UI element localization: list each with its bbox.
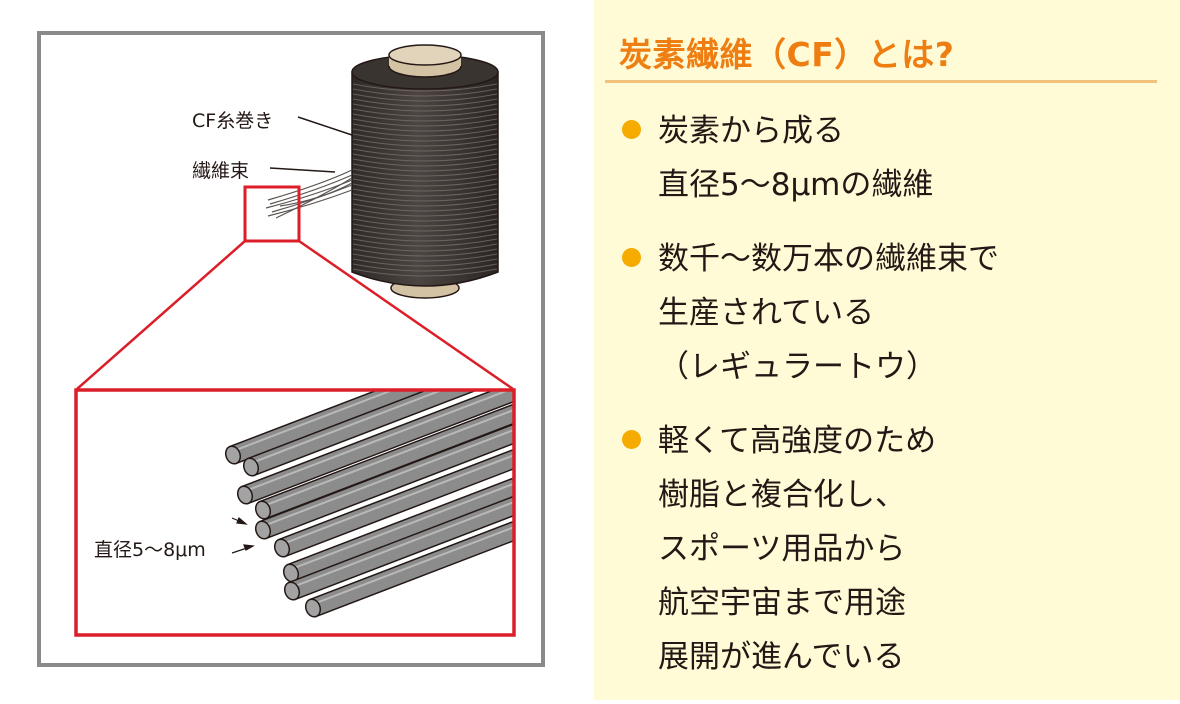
panel-title: 炭素繊維（CF）とは?: [619, 35, 955, 74]
spool-winding: [352, 243, 498, 252]
spool-winding: [352, 238, 498, 247]
spool-illustration: [351, 44, 499, 299]
spool-winding: [352, 228, 498, 237]
spool-winding: [352, 168, 498, 177]
spool-winding: [352, 113, 498, 122]
spool-winding: [352, 153, 498, 162]
zoom-box: [74, 388, 516, 637]
spool-winding: [352, 163, 498, 172]
fiber-cylinder: [273, 449, 513, 558]
spool-winding: [352, 93, 498, 102]
spool-winding: [352, 193, 498, 202]
spool-winding: [352, 203, 498, 212]
spool-winding: [352, 183, 498, 192]
zoom-line-left: [76, 240, 246, 390]
bundle-label: 繊維束: [192, 160, 250, 182]
bullet-line: 数千～数万本の繊維束で: [658, 241, 999, 277]
bullet-dot: [622, 120, 641, 139]
spool-body: [351, 71, 499, 287]
illustration-panel: CF糸巻き 繊維束 直径5～8μm: [37, 31, 545, 667]
spool-winding: [352, 83, 498, 92]
bullet-list: 炭素から成る 直径5～8μmの繊維 数千～数万本の繊維束で 生産されている （レ…: [610, 104, 1170, 704]
spool-windings: [352, 83, 498, 277]
spool-winding: [352, 218, 498, 227]
spool-winding: [352, 178, 498, 187]
bundle-leader-line: [269, 167, 336, 173]
bullet-item: 炭素から成る 直径5～8μmの繊維: [610, 104, 1170, 212]
bullet-line: （レギュラートウ）: [658, 349, 937, 385]
spool-winding: [352, 118, 498, 127]
bullet-line: 樹脂と複合化し、: [658, 477, 906, 513]
spool-label: CF糸巻き: [192, 110, 274, 132]
bullet-line: 生産されている: [658, 295, 875, 331]
spool-winding: [352, 173, 498, 182]
spool-winding: [352, 258, 498, 267]
spool-winding: [352, 128, 498, 137]
diameter-label: 直径5～8μm: [94, 539, 206, 561]
fiber-cylinder: [282, 477, 513, 583]
spool-winding: [352, 138, 498, 147]
bullet-line: 航空宇宙まで用途: [658, 585, 906, 621]
spool-winding: [352, 133, 498, 142]
bullet-line: 直径5～8μmの繊維: [658, 167, 934, 203]
explanation-panel: [594, 0, 1180, 700]
spool-winding: [352, 108, 498, 117]
spool-winding: [352, 148, 498, 157]
spool-winding: [352, 268, 498, 277]
spool-winding: [352, 253, 498, 262]
fiber-cylinder: [236, 391, 513, 505]
spool-winding: [352, 123, 498, 132]
spool-winding: [352, 208, 498, 217]
spool-core-cap: [388, 44, 462, 66]
fiber-cylinder: [242, 391, 477, 477]
figure-frame: [37, 31, 545, 667]
spool-winding: [352, 263, 498, 272]
spool-winding: [352, 223, 498, 232]
fiber-cylinder: [304, 520, 513, 618]
spool-winding: [352, 103, 498, 112]
spool-winding: [352, 158, 498, 167]
spool-leader-line: [297, 116, 353, 136]
carbon-fiber-diagram: [74, 44, 516, 637]
diameter-indicator: [231, 516, 255, 554]
bullet-dot: [622, 248, 641, 267]
title-underline: [605, 80, 1157, 83]
fiber-bundle-strands: [265, 169, 353, 219]
fiber-cylinder: [254, 423, 513, 540]
highlight-box: [243, 185, 301, 243]
spool-winding: [352, 233, 498, 242]
zoom-line-right: [298, 239, 514, 391]
fiber-cylinder: [283, 495, 513, 601]
spool-winding: [352, 88, 498, 97]
bullet-line: 軽くて高強度のため: [658, 423, 937, 459]
spool-winding: [352, 213, 498, 222]
bullet-item: 数千～数万本の繊維束で 生産されている （レギュラートウ）: [610, 232, 1170, 394]
spool-winding: [352, 98, 498, 107]
bullet-line: 展開が進んでいる: [658, 639, 905, 675]
spool-winding: [352, 248, 498, 257]
spool-winding: [352, 198, 498, 207]
bullet-line: スポーツ用品から: [658, 531, 906, 567]
fiber-cylinder: [254, 403, 513, 520]
spool-winding: [352, 143, 498, 152]
spool-winding: [352, 188, 498, 197]
zoomed-fibers: [224, 391, 513, 618]
bullet-line: 炭素から成る: [658, 113, 844, 149]
bullet-item: 軽くて高強度のため 樹脂と複合化し、 スポーツ用品から 航空宇宙まで用途 展開が…: [610, 414, 1170, 684]
bullet-dot: [622, 430, 641, 449]
